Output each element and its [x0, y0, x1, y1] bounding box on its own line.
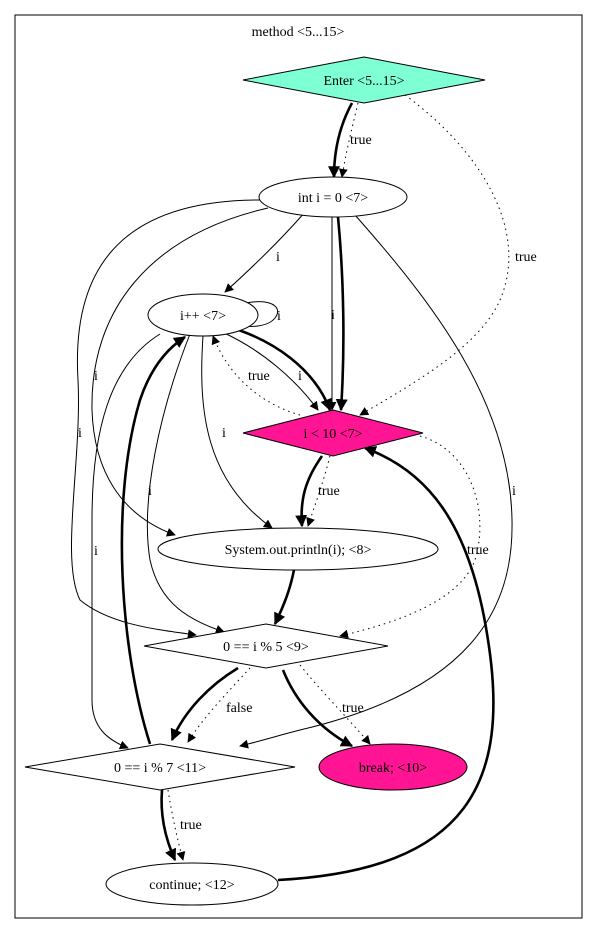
edge-label-init-mod5: i — [78, 426, 82, 441]
node-enter[interactable] — [242, 56, 486, 104]
edge-label-incr-mod5: i — [148, 484, 152, 499]
edge-label-init-println: i — [94, 369, 98, 384]
edge-label-incr-println: i — [222, 426, 226, 441]
edge-cont-cond — [277, 446, 495, 882]
edge-label-incr-mod7: i — [94, 544, 98, 559]
edge-incr-cond-bold — [225, 324, 332, 412]
edge-label-init-mod7-right: i — [512, 484, 516, 499]
edge-label-mod5-mod7: false — [226, 701, 252, 716]
edge-incr-mod5 — [146, 333, 225, 634]
node-cont[interactable] — [105, 862, 279, 906]
edge-label-enter-cond: true — [515, 250, 537, 265]
node-brk[interactable] — [318, 743, 468, 791]
node-mod5[interactable] — [143, 623, 389, 669]
edge-label-incr-self: i — [277, 309, 281, 324]
node-mod5-label: 0 == i % 5 <9> — [223, 640, 309, 655]
node-println-label: System.out.println(i); <8> — [225, 543, 372, 558]
edge-enter-init-bold — [328, 102, 354, 179]
edge-label-cond-println: true — [318, 484, 340, 499]
node-mod7[interactable] — [24, 743, 296, 791]
node-init[interactable] — [258, 176, 408, 218]
edge-init-cond-bold — [335, 216, 348, 412]
node-cont-label: continue; <12> — [149, 878, 234, 893]
cluster-title: method <5...15> — [252, 25, 345, 40]
cluster-frame — [14, 14, 583, 919]
edge-label-cond-mod5: true — [467, 543, 489, 558]
edge-mod7-cont-dot — [167, 789, 186, 861]
node-mod7-label: 0 == i % 7 <11> — [114, 761, 206, 776]
edge-println-mod5 — [273, 569, 296, 626]
edge-cond-println-bold — [295, 455, 324, 528]
edge-label-incr-cond: i — [298, 369, 302, 384]
edge-label-init-cond: i — [331, 308, 335, 323]
node-cond[interactable] — [242, 409, 424, 457]
edge-label-cond-incr: true — [248, 369, 270, 384]
node-init-label: int i = 0 <7> — [298, 191, 368, 206]
edge-mod5-brk-bold — [281, 669, 354, 748]
edge-incr-println — [201, 335, 273, 529]
node-incr[interactable] — [147, 293, 259, 337]
edge-init-mod7-right — [239, 214, 513, 749]
edge-label-mod7-cont: true — [180, 818, 202, 833]
edge-label-mod5-brk: true — [342, 701, 364, 716]
edge-cond-println-dot — [306, 455, 331, 527]
edge-mod5-brk-dot — [299, 664, 371, 745]
edge-init-println — [91, 207, 269, 537]
edge-label-enter-init: true — [350, 133, 372, 148]
edge-mod7-incr — [120, 335, 187, 745]
edge-init-incr — [224, 211, 306, 293]
edge-cond-incr — [211, 335, 301, 416]
node-incr-label: i++ <7> — [180, 309, 226, 324]
edge-incr-cond-thin — [221, 331, 319, 411]
edge-incr-mod7 — [91, 333, 161, 750]
node-brk-label: break; <10> — [359, 761, 427, 776]
node-enter-label: Enter <5...15> — [323, 74, 404, 89]
node-println[interactable] — [157, 527, 439, 571]
edge-label-init-incr: i — [276, 250, 280, 265]
edge-init-mod5 — [70, 199, 261, 639]
edge-cond-mod5 — [339, 435, 481, 639]
edge-enter-cond — [359, 94, 510, 416]
edge-mod7-cont-bold — [160, 789, 177, 862]
edge-mod5-mod7-bold — [170, 666, 239, 742]
node-cond-label: i < 10 <7> — [303, 427, 362, 442]
